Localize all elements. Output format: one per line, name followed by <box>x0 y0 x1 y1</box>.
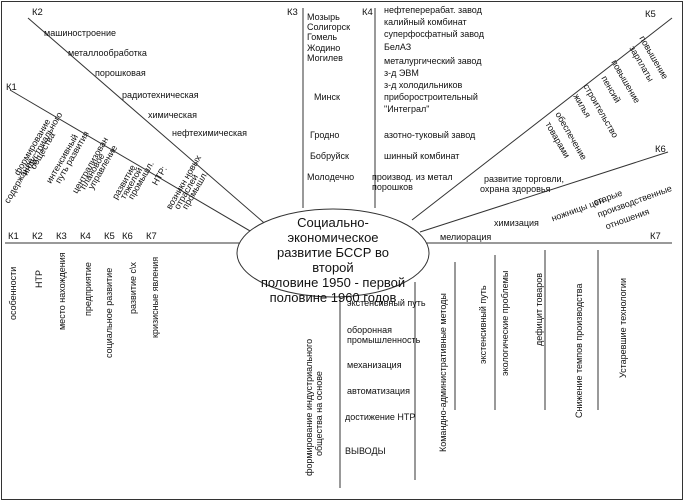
bottom-left-item: НТР <box>34 270 44 288</box>
center-node <box>236 208 430 298</box>
k3-city: Могилев <box>307 53 343 63</box>
bottom-left-item: кризисные явления <box>150 256 160 338</box>
k3-city: Солигорск <box>307 22 351 32</box>
center-title: Социально-экономическое развитие БССР во… <box>260 215 406 305</box>
k3-city: Гродно <box>310 130 340 140</box>
k4-item: "Интеграл" <box>384 104 430 114</box>
bottom-vertical-item: формирование индустриального <box>304 338 314 476</box>
k3-city: Гомель <box>307 32 338 42</box>
k4-item: приборостроительный <box>384 92 478 102</box>
k4-item: суперфосфатный завод <box>384 29 484 39</box>
bottom-center-item: оборонная <box>347 325 392 335</box>
k4-item: з-д ЭВМ <box>384 68 419 78</box>
k2-item: порошковая <box>95 68 146 78</box>
bottom-left-item: особенности <box>8 266 18 320</box>
bottom-center-item: механизация <box>347 360 402 370</box>
k4-item: производ. из метал <box>372 172 453 182</box>
bottom-vertical-item: общества на основе <box>314 371 324 456</box>
k4-item: азотно-туковый завод <box>384 130 476 140</box>
k4-item: шинный комбинат <box>384 151 460 161</box>
bottom-right-item: экологические проблемы <box>500 270 510 376</box>
k3-city: Молодечно <box>307 172 355 182</box>
bottom-left-item: место нахождения <box>57 252 67 330</box>
k2-item: машиностроение <box>44 28 117 38</box>
k3-city: Мозырь <box>307 12 340 22</box>
k4-item: калийный комбинат <box>384 17 467 27</box>
k2-item: металлообработка <box>68 48 147 58</box>
label-k5: К5 <box>645 9 656 20</box>
bottom-left-item: развитие с\х <box>128 261 138 314</box>
k2-item: радиотехническая <box>122 90 199 100</box>
k2-item: нефтехимическая <box>172 128 247 138</box>
k3-city: Минск <box>314 92 340 102</box>
k6-item: химизация <box>494 218 539 228</box>
bottom-k7: К7 <box>146 231 157 242</box>
bottom-right-item: экстенсивный путь <box>478 285 488 364</box>
bottom-left-item: социальное развитие <box>104 267 114 358</box>
bottom-k5: К5 <box>104 231 115 242</box>
bottom-right-item: Командно-административные методы <box>438 293 448 452</box>
bottom-k6: К6 <box>122 231 133 242</box>
k6-item: мелиорация <box>440 232 492 242</box>
k4-item: порошков <box>372 182 413 192</box>
bottom-center-item: автоматизация <box>347 386 410 396</box>
k2-item: химическая <box>148 110 197 120</box>
bottom-center-item: достижение НТР <box>345 412 416 422</box>
bottom-right-item: Устаревшие технологии <box>618 278 628 378</box>
bottom-right-item: дефицит товаров <box>534 273 544 346</box>
bottom-right-item: Снижение темпов производства <box>574 283 584 419</box>
k4-item: металургический завод <box>384 56 482 66</box>
k5-item: развитие торговли, <box>484 174 564 184</box>
bottom-center-item: экстенсивный путь <box>347 298 426 308</box>
k4-item: нефтеперерабат. завод <box>384 5 482 15</box>
label-k3: К3 <box>287 7 298 18</box>
label-k1-diagonal: К1 <box>6 82 17 93</box>
k4-item: БелАЗ <box>384 42 412 52</box>
label-k2: К2 <box>32 7 43 18</box>
bottom-left-item: предприятие <box>83 262 93 316</box>
bottom-k3: К3 <box>56 231 67 242</box>
label-k7-right: К7 <box>650 231 661 242</box>
k3-city: Жодино <box>307 43 341 53</box>
conclusions-label: ВЫВОДЫ <box>345 446 386 456</box>
label-k4: К4 <box>362 7 373 18</box>
bottom-k2: К2 <box>32 231 43 242</box>
bottom-center-item: промышленность <box>347 335 421 345</box>
k5-item: охрана здоровья <box>480 184 551 194</box>
label-k6: К6 <box>655 144 666 155</box>
k4-item: з-д холодильников <box>384 80 463 90</box>
k3-city: Бобруйск <box>310 151 349 161</box>
bottom-k1: К1 <box>8 231 19 242</box>
bottom-k4: К4 <box>80 231 91 242</box>
